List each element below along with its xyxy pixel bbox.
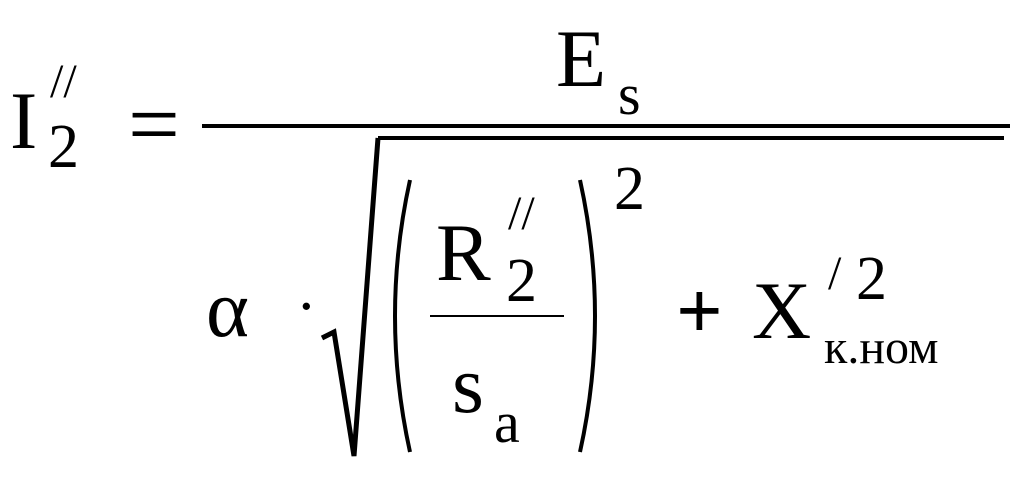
x-term-base: X [752, 265, 812, 356]
radical-sign [320, 137, 381, 457]
x-term-exponent: 2 [856, 245, 887, 313]
inner-numerator-subscript: 2 [506, 247, 537, 315]
x-term-subscript: к.ном [824, 321, 939, 374]
lhs-prime: // [50, 55, 77, 108]
multiplication-dot: · [296, 273, 317, 341]
inner-denominator-base: s [452, 339, 484, 430]
inner-numerator-prime: // [508, 187, 535, 240]
lhs-subscript: 2 [48, 113, 79, 181]
equals-sign: = [128, 73, 180, 175]
alpha-symbol: α [206, 263, 249, 354]
plus-sign: + [676, 265, 723, 356]
inner-numerator-base: R [436, 207, 491, 298]
numerator-base: E [556, 13, 607, 104]
numerator-subscript: s [618, 62, 641, 127]
right-parenthesis [578, 179, 597, 453]
left-parenthesis [393, 179, 412, 453]
paren-exponent: 2 [614, 155, 645, 223]
inner-denominator-subscript: a [494, 390, 520, 455]
lhs-base: I [10, 75, 38, 166]
x-term-prime: / [828, 247, 842, 300]
